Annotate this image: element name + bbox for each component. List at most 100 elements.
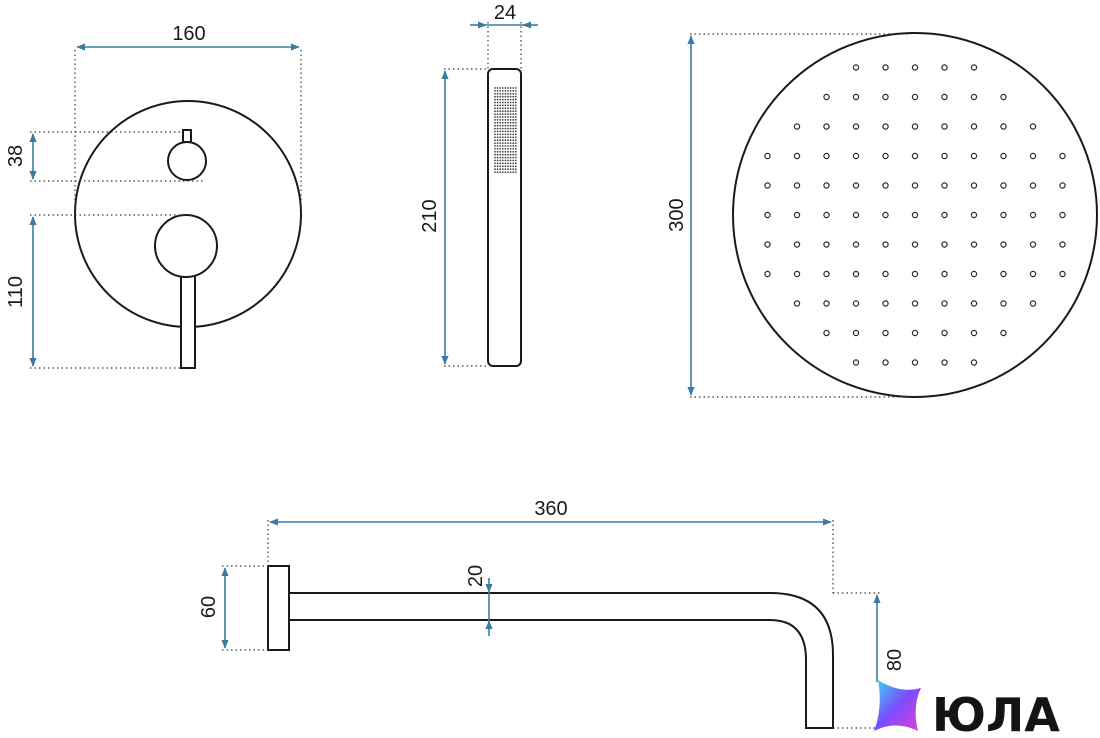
spray-dot [501, 145, 504, 147]
spray-dot [504, 162, 507, 165]
spray-dot [501, 87, 504, 89]
spray-dot [512, 116, 515, 118]
spray-dot [512, 87, 515, 89]
nozzle-hole [882, 64, 889, 71]
spray-dot [514, 104, 517, 107]
spray-dot [507, 107, 509, 110]
nozzle-hole [911, 270, 919, 278]
nozzle-hole [1059, 270, 1066, 278]
spray-dot [494, 113, 496, 115]
nozzle-hole [882, 270, 889, 278]
spray-dot [501, 92, 504, 95]
spray-dot [494, 124, 496, 127]
spray-dot [494, 121, 496, 124]
spray-dot [499, 95, 502, 98]
spray-dot [496, 156, 499, 159]
spray-dot [507, 110, 509, 113]
spray-dot [514, 113, 517, 115]
spray-dot [494, 101, 496, 104]
nozzle-hole [793, 152, 801, 160]
mixer-diverter-pin [182, 129, 192, 143]
nozzle-hole [823, 93, 830, 101]
spray-dot [507, 145, 509, 147]
spray-dot [494, 165, 496, 168]
nozzle-hole [1000, 123, 1007, 130]
spray-dot [509, 136, 512, 139]
spray-dot [496, 121, 499, 124]
spray-dot [512, 139, 515, 142]
spray-dot [512, 153, 515, 156]
spray-dot [496, 90, 499, 92]
spray-dot [507, 124, 509, 127]
spray-dot [494, 168, 496, 171]
nozzle-hole [941, 359, 948, 366]
spray-dot [509, 150, 512, 153]
spray-dot [501, 110, 504, 113]
spray-dot [509, 101, 512, 104]
spray-dot [514, 136, 517, 139]
spray-dot [514, 124, 517, 127]
spray-dot [504, 139, 507, 142]
nozzle-hole [852, 300, 860, 307]
dim-head-diameter: 300 [666, 198, 688, 231]
nozzle-hole [852, 359, 860, 366]
spray-dot [499, 101, 502, 104]
spray-dot [514, 171, 517, 174]
spray-dot [504, 165, 507, 168]
spray-dot [507, 90, 509, 92]
spray-dot [501, 168, 504, 171]
spray-dot [504, 95, 507, 98]
nozzle-hole [823, 329, 830, 337]
dim-arm-flange: 60 [198, 596, 220, 618]
spray-dot [509, 98, 512, 101]
spray-dot [496, 98, 499, 101]
nozzle-hole [911, 211, 919, 219]
spray-dot [512, 127, 515, 130]
nozzle-hole [1000, 211, 1007, 219]
nozzle-hole [882, 300, 889, 307]
nozzle-hole [911, 93, 919, 101]
spray-dot [512, 107, 515, 110]
spray-dot [499, 124, 502, 127]
nozzle-hole [911, 182, 919, 189]
spray-dot [501, 121, 504, 124]
spray-dot [499, 130, 502, 133]
spray-dot [496, 127, 499, 130]
spray-dot [504, 168, 507, 171]
spray-dot [501, 98, 504, 101]
nozzle-hole [823, 182, 830, 189]
spray-dot [494, 148, 496, 150]
spray-dot [509, 124, 512, 127]
spray-dot [499, 127, 502, 130]
nozzle-hole [882, 211, 889, 219]
spray-dot [514, 121, 517, 124]
spray-dot [499, 136, 502, 139]
spray-dot [494, 119, 496, 121]
mixer-view: 160 38 110 [5, 23, 302, 369]
spray-dot [494, 153, 496, 156]
spray-dot [507, 87, 509, 89]
spray-dot [514, 87, 517, 89]
brand-logo: ЮЛА [874, 680, 1060, 738]
spray-dot [514, 127, 517, 130]
nozzle-hole [852, 93, 860, 101]
spray-dot [499, 159, 502, 162]
spray-dot [499, 162, 502, 165]
nozzle-hole [911, 241, 919, 248]
spray-dot [507, 153, 509, 156]
handshower-spray-grid [494, 87, 517, 174]
spray-dot [494, 127, 496, 130]
spray-dot [514, 90, 517, 92]
spray-dot [512, 142, 515, 145]
spray-dot [507, 139, 509, 142]
spray-dot [496, 148, 499, 150]
nozzle-hole [911, 359, 919, 366]
spray-dot [504, 133, 507, 136]
dim-mixer-top: 38 [5, 145, 27, 167]
spray-dot [494, 150, 496, 153]
spray-dot [501, 162, 504, 165]
nozzle-hole [882, 123, 889, 130]
spray-dot [496, 107, 499, 110]
dim-handshower-length: 210 [419, 199, 441, 232]
spray-dot [507, 142, 509, 145]
